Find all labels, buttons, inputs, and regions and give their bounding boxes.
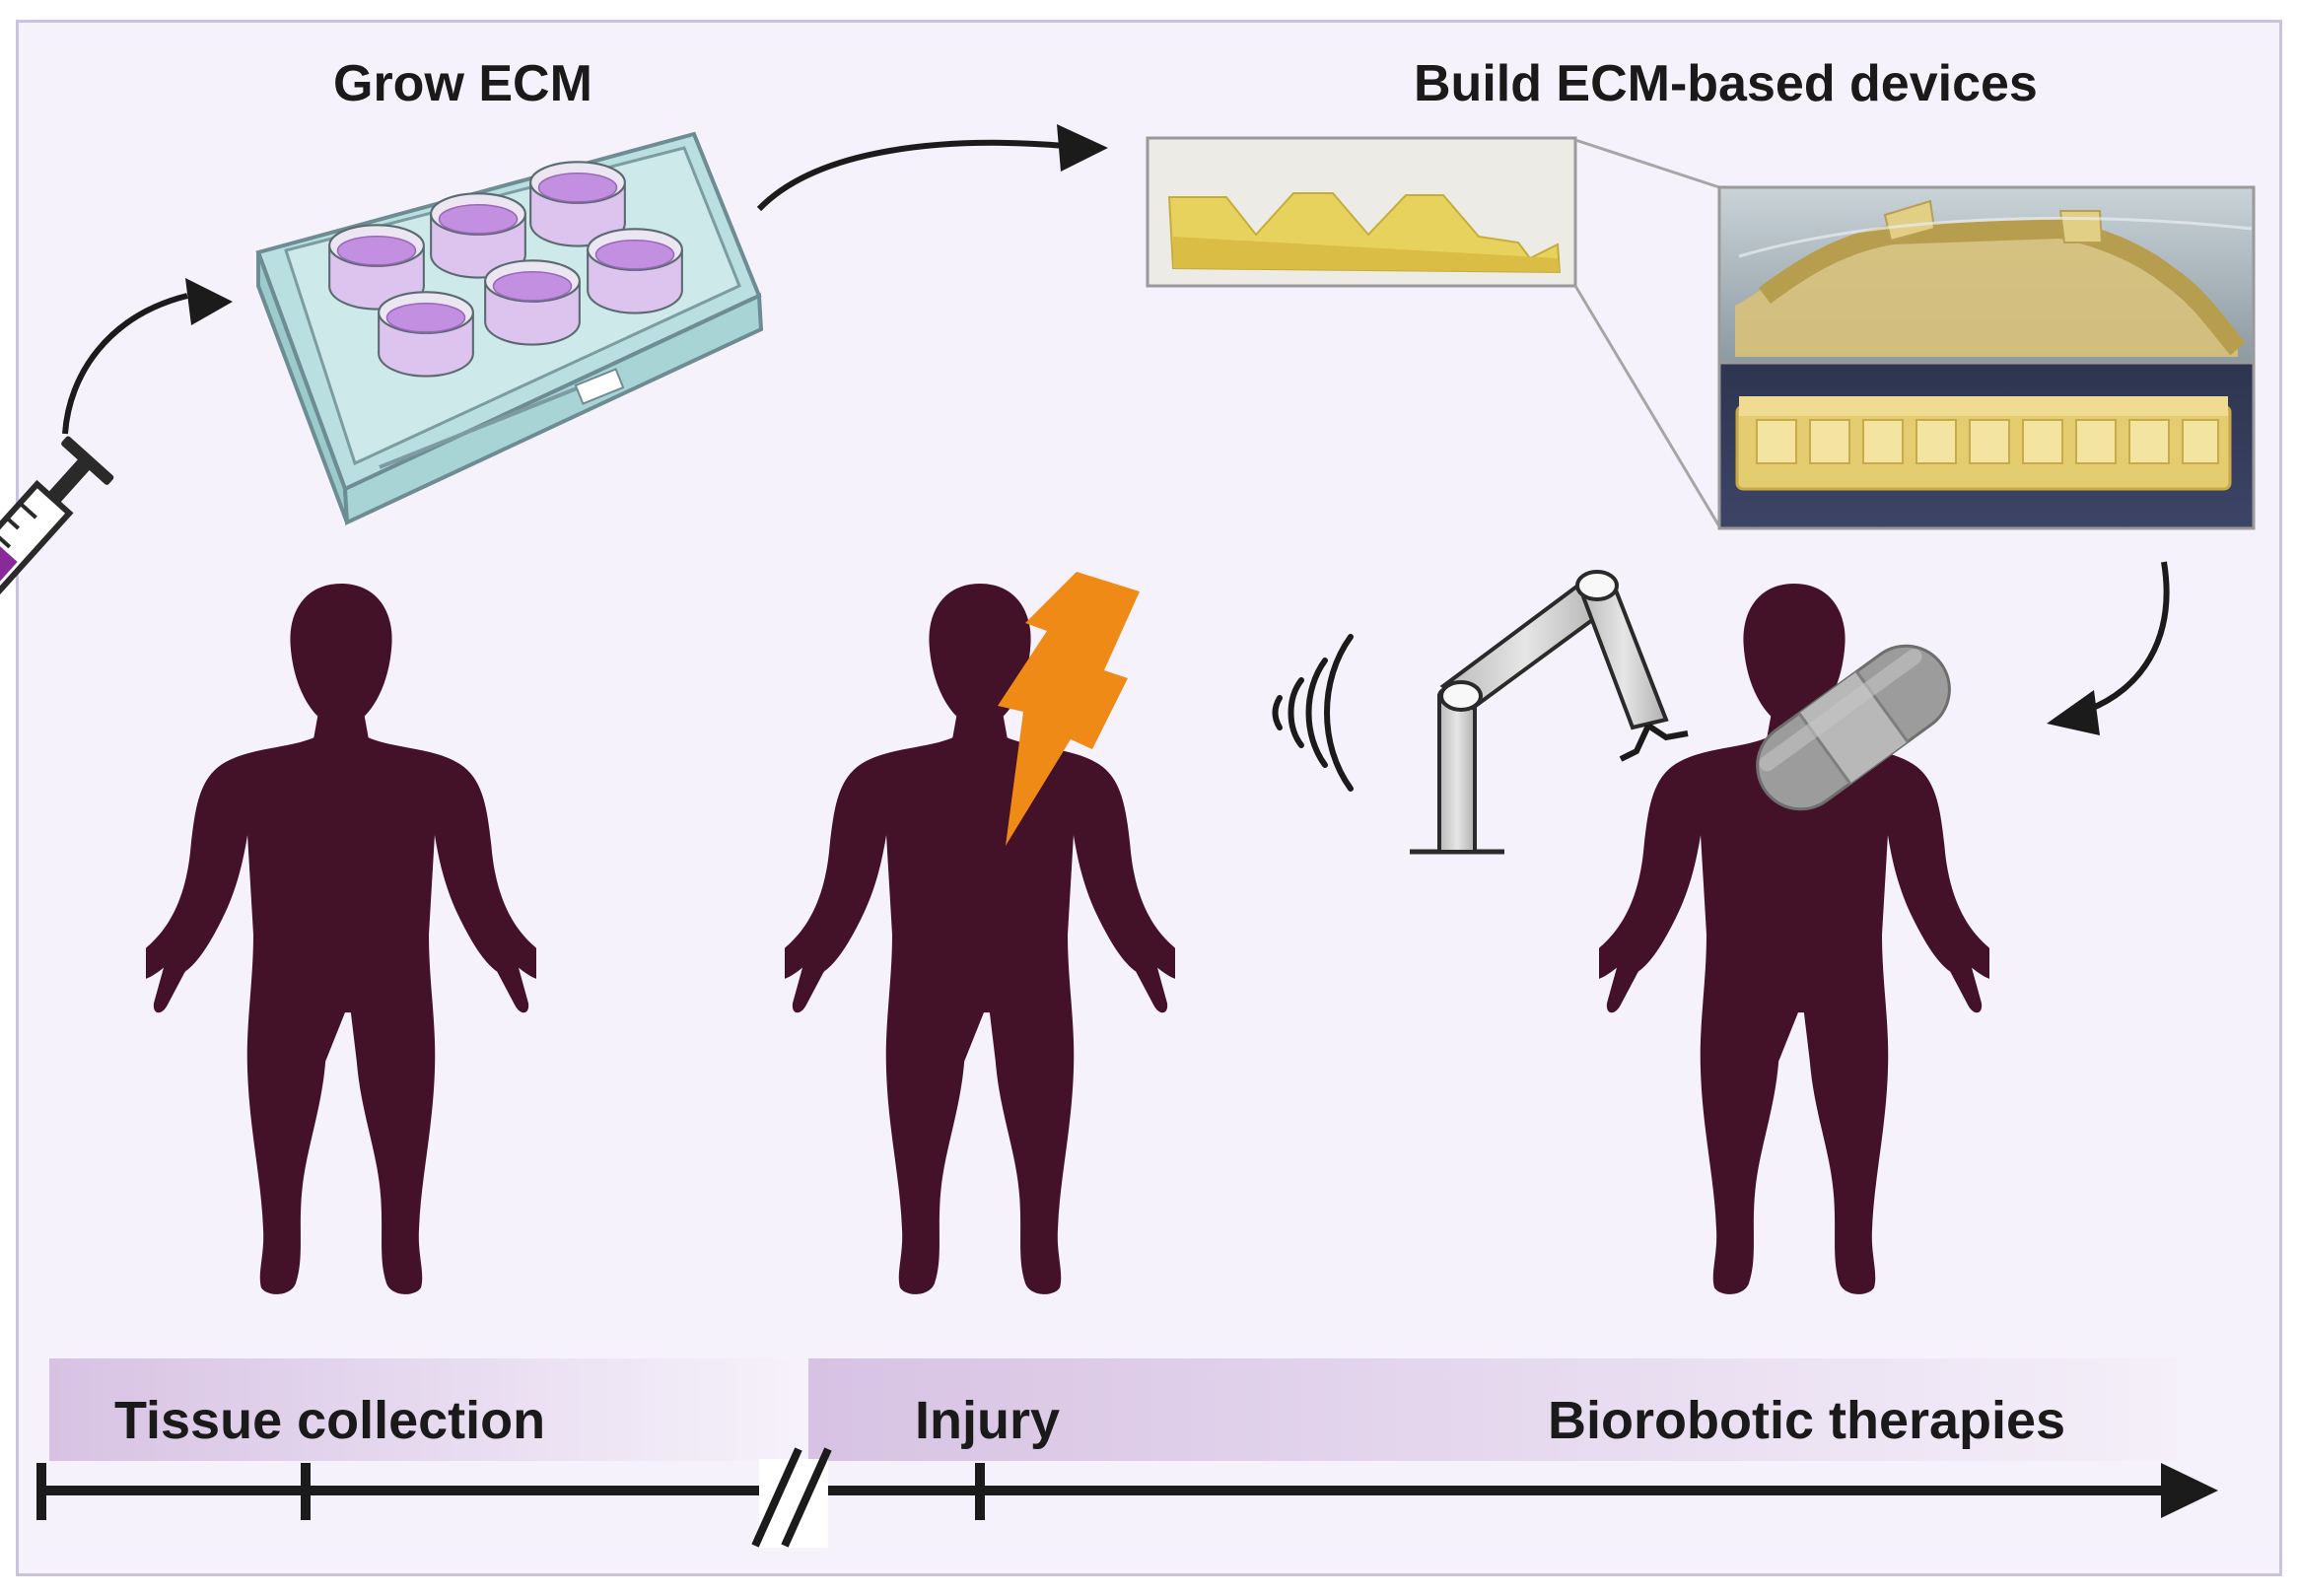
signal-waves-icon bbox=[1272, 634, 1354, 792]
stage-label-biorobotic-therapies: Biorobotic therapies bbox=[1548, 1391, 2066, 1450]
ecm-actuator-photo bbox=[1717, 185, 2256, 365]
lightning-icon bbox=[998, 572, 1140, 846]
syringe-icon bbox=[0, 436, 114, 628]
well-plate-icon bbox=[255, 131, 764, 526]
timeline-band-therapy bbox=[808, 1358, 2177, 1461]
timeline-axis bbox=[36, 1463, 2218, 1520]
timeline-break-icon bbox=[751, 1447, 832, 1548]
bandage-icon bbox=[1756, 644, 1951, 811]
arrow-syringe-to-plate bbox=[62, 278, 233, 435]
stage-label-injury: Injury bbox=[915, 1391, 1061, 1450]
build-devices-title: Build ECM-based devices bbox=[1414, 55, 2038, 112]
grow-ecm-title: Grow ECM bbox=[333, 55, 592, 112]
ecm-scaffold-photo bbox=[1146, 136, 1577, 288]
stage-label-tissue-collection: Tissue collection bbox=[114, 1391, 546, 1450]
arrow-plate-to-devices bbox=[756, 124, 1108, 212]
human-figure-donor bbox=[146, 584, 536, 1294]
timeline-band-collection bbox=[49, 1358, 810, 1461]
ecm-multichamber-photo bbox=[1717, 361, 2256, 530]
robot-arm-icon bbox=[1410, 570, 1689, 855]
arrow-devices-to-patient bbox=[2047, 561, 2170, 735]
zoom-lines bbox=[1573, 138, 1721, 527]
human-figure-injured bbox=[785, 584, 1175, 1294]
